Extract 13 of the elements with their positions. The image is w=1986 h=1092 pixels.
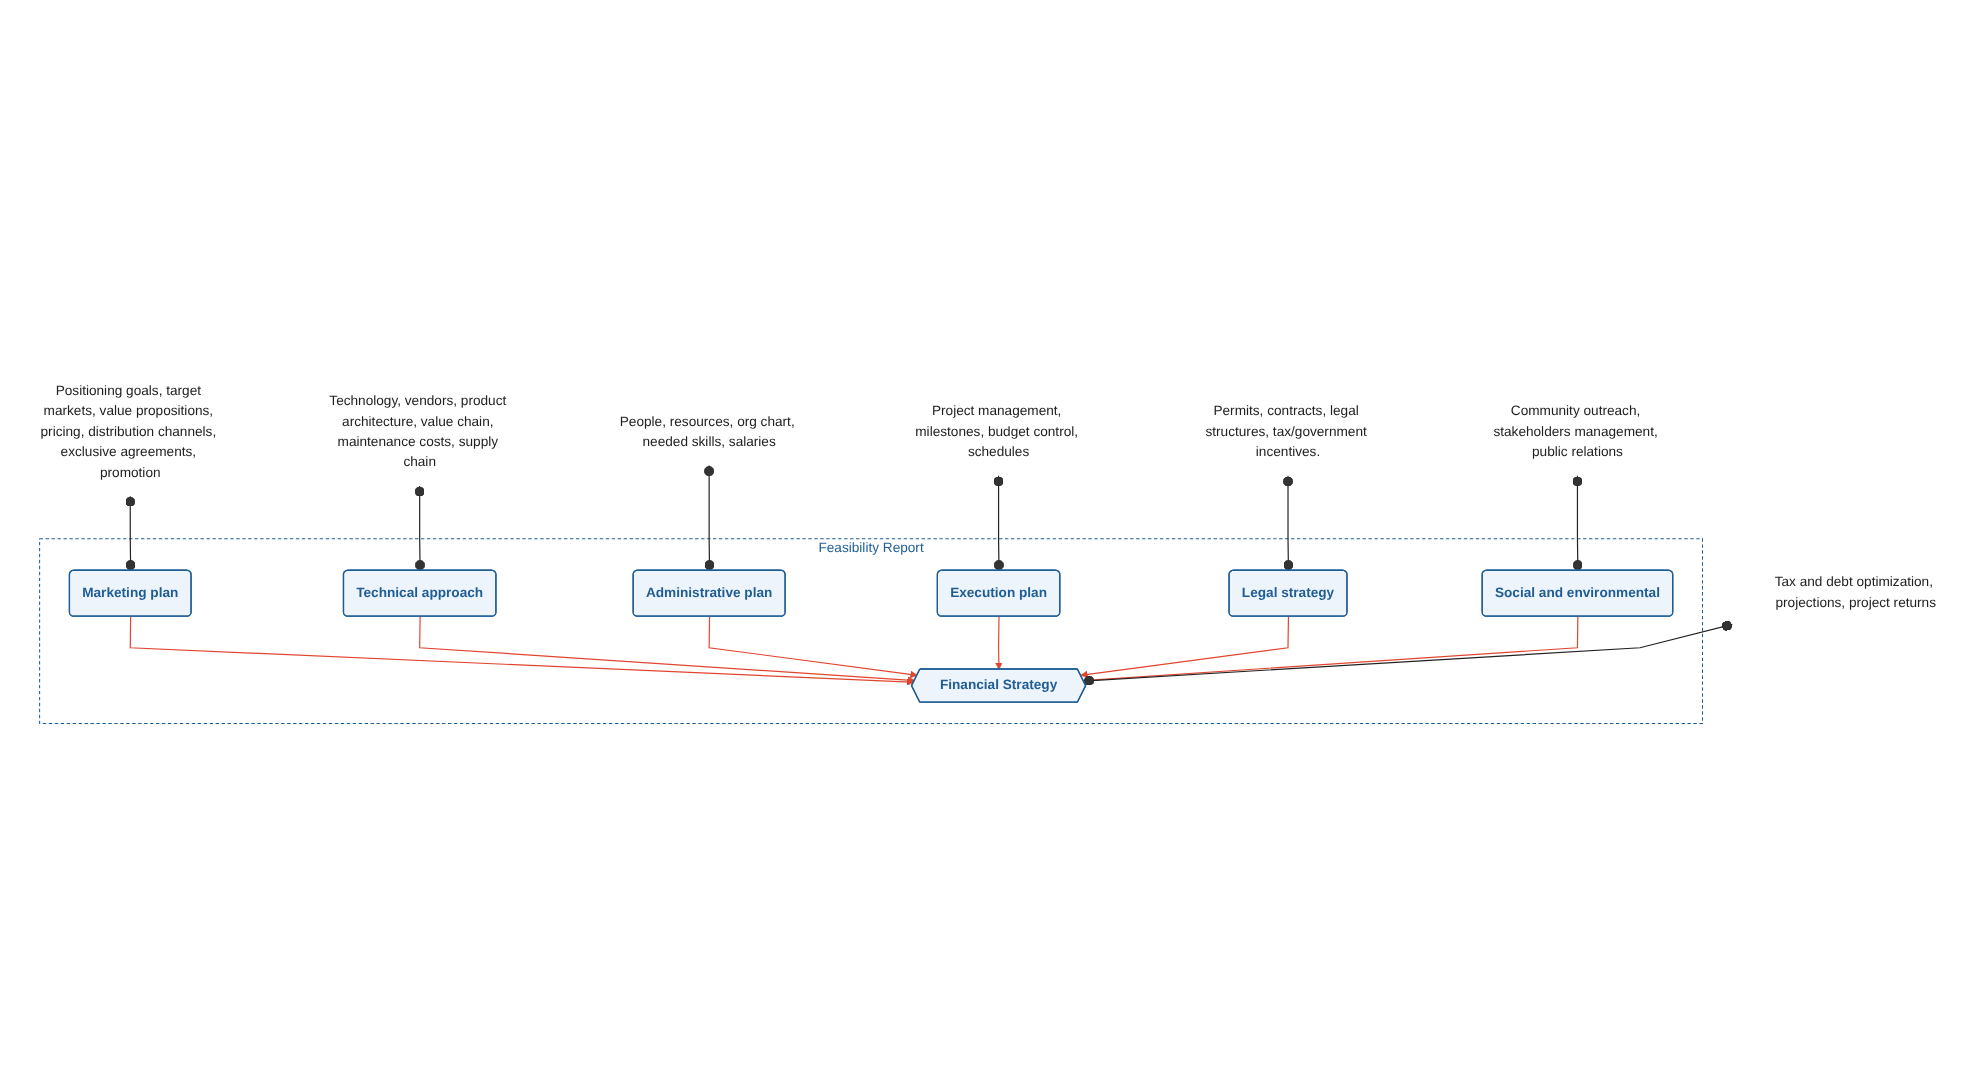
connector <box>1082 620 1733 686</box>
connector <box>414 485 426 572</box>
connector <box>125 495 136 572</box>
arrow <box>708 616 918 679</box>
connector <box>1572 475 1583 572</box>
arrow <box>419 616 916 684</box>
arrow <box>1080 616 1290 679</box>
connector <box>1282 475 1294 572</box>
arrow <box>995 616 1003 670</box>
connector <box>704 464 715 572</box>
arrow <box>129 616 915 686</box>
arrow <box>1082 616 1579 684</box>
connector <box>993 475 1005 572</box>
